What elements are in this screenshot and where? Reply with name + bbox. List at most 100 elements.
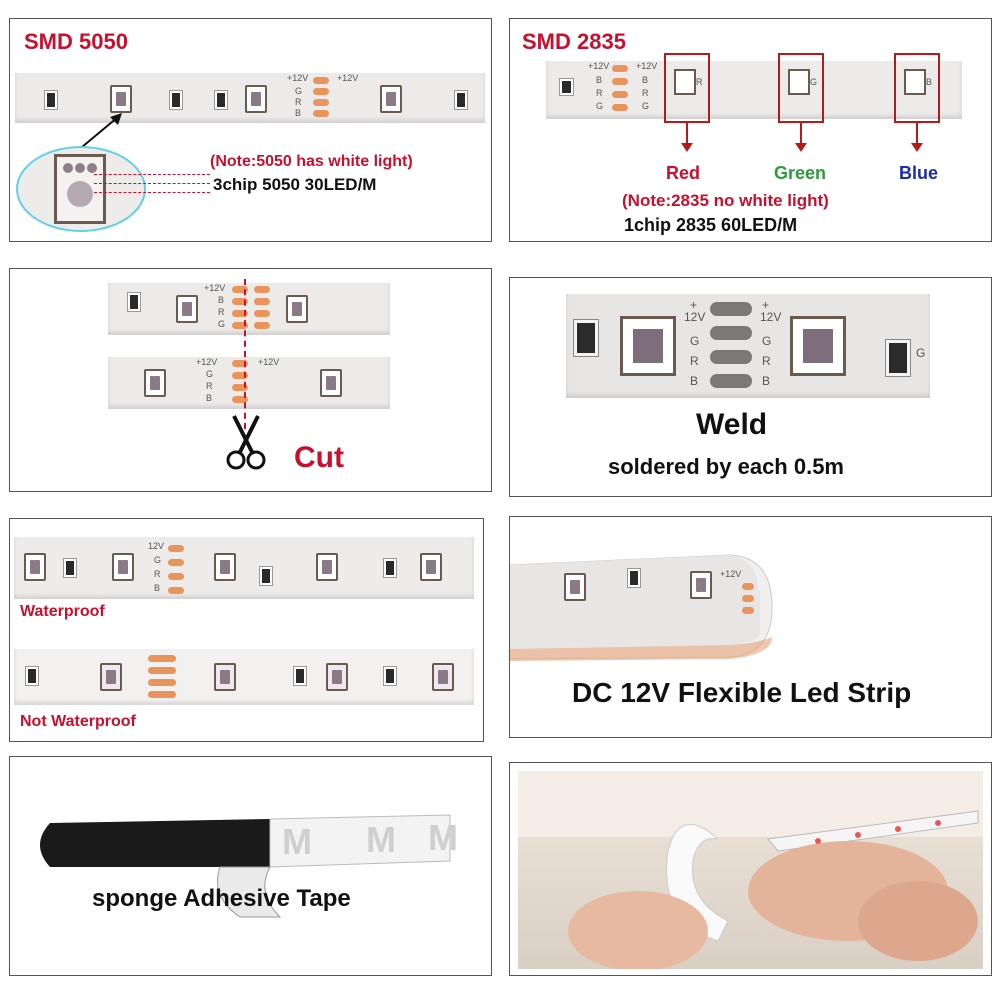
spec-5050: 3chip 5050 30LED/M (213, 175, 377, 194)
solder-pad (232, 298, 248, 305)
resistor (214, 90, 228, 110)
resistor (169, 90, 183, 110)
panel-weld: + 12V G R B + 12V G R B G Weld soldered … (509, 277, 992, 497)
led-chip (110, 85, 132, 113)
resistor (454, 90, 468, 110)
strip-label: G (154, 555, 162, 565)
solder-pad (168, 573, 184, 580)
pin-label: G (810, 77, 818, 87)
arrow-down-icon (681, 143, 693, 152)
strip-label: + (762, 298, 770, 312)
strip-label: B (218, 295, 225, 305)
arrow-down-icon (795, 143, 807, 152)
tape-mark: M (428, 817, 458, 858)
resistor (383, 666, 397, 686)
strip-label: B (295, 108, 302, 118)
flexible-caption: DC 12V Flexible Led Strip (572, 677, 912, 708)
led-strip-waterproof: 12V G R B (14, 537, 474, 599)
strip-label: G (690, 334, 700, 348)
arrow-down-icon (911, 143, 923, 152)
arrow-line (800, 123, 802, 145)
resistor (259, 566, 273, 586)
led-chip (326, 663, 348, 691)
solder-pad (254, 298, 270, 305)
solder-pad (148, 679, 176, 686)
solder-pad (612, 104, 628, 111)
panel-flexible: +12V DC 12V Flexible Led Strip (509, 516, 992, 738)
strip-label: +12V (337, 73, 359, 83)
led-chip (690, 571, 712, 599)
panel-title-smd5050: SMD 5050 (24, 29, 128, 54)
strip-label: B (642, 75, 649, 85)
solder-pad (168, 587, 184, 594)
weld-pad (710, 350, 752, 364)
strip-label: +12V (636, 61, 658, 71)
led-chip (214, 663, 236, 691)
cut-label: Cut (294, 441, 344, 474)
solder-pad (742, 583, 754, 590)
resistor (559, 78, 574, 96)
strip-label: +12V (204, 283, 226, 293)
led-chip (286, 295, 308, 323)
resistor (627, 568, 641, 588)
solder-pad (232, 384, 248, 391)
strip-label: R (218, 307, 225, 317)
solder-pad (148, 655, 176, 662)
strip-label: +12V (287, 73, 309, 83)
solder-pad (313, 88, 329, 95)
strip-label: R (154, 569, 161, 579)
spec-2835: 1chip 2835 60LED/M (624, 215, 798, 235)
strip-label: +12V (720, 569, 742, 579)
strip-label: R (295, 97, 302, 107)
solder-pad (232, 310, 248, 317)
resistor (383, 558, 397, 578)
highlight-box-blue: B (894, 53, 940, 123)
color-label-red: Red (666, 163, 701, 183)
highlight-box-green: G (778, 53, 824, 123)
strip-label: R (762, 354, 771, 368)
strip-label: B (206, 393, 213, 403)
led-chip (100, 663, 122, 691)
solder-pad (612, 78, 628, 85)
arrow-line (916, 123, 918, 145)
led-chip (420, 553, 442, 581)
panel-smd2835: SMD 2835 +12V B R G +12V B R G R G B Red… (509, 18, 992, 242)
solder-pad (254, 322, 270, 329)
led-chip-closeup (54, 154, 106, 224)
panel-cut: +12V B R G +12V G R B +12V Cut (9, 268, 492, 492)
tape-mark: M (366, 819, 396, 860)
led-chip (790, 316, 846, 376)
solder-pad (254, 286, 270, 293)
solder-pad (232, 372, 248, 379)
strip-label: +12V (258, 357, 280, 367)
not-waterproof-label: Not Waterproof (20, 713, 136, 730)
installation-photo (518, 771, 983, 969)
weld-pad (710, 326, 752, 340)
resistor (25, 666, 39, 686)
resistor (293, 666, 307, 686)
color-label-blue: Blue (899, 163, 939, 183)
solder-pad (232, 322, 248, 329)
strip-label: G (762, 334, 772, 348)
led-chip (316, 553, 338, 581)
solder-pad (742, 595, 754, 602)
resistor (127, 292, 141, 312)
led-chip (432, 663, 454, 691)
led-strip-5050: +12V G R B +12V (15, 73, 485, 123)
strip-label: R (642, 88, 649, 98)
led-chip (564, 573, 586, 601)
pointer-line (94, 183, 210, 184)
led-chip (112, 553, 134, 581)
led-strip-top: +12V B R G (108, 283, 390, 335)
cut-line (244, 279, 246, 429)
resistor (44, 90, 58, 110)
led-chip (176, 295, 198, 323)
adhesive-caption: sponge Adhesive Tape (92, 885, 351, 912)
arrow-line (686, 123, 688, 145)
weld-pad (710, 374, 752, 388)
strip-label: B (690, 374, 699, 388)
waterproof-label: Waterproof (20, 603, 105, 620)
strip-label: 12V (684, 310, 706, 324)
weld-title: Weld (696, 408, 768, 441)
scissors-icon (226, 415, 266, 470)
